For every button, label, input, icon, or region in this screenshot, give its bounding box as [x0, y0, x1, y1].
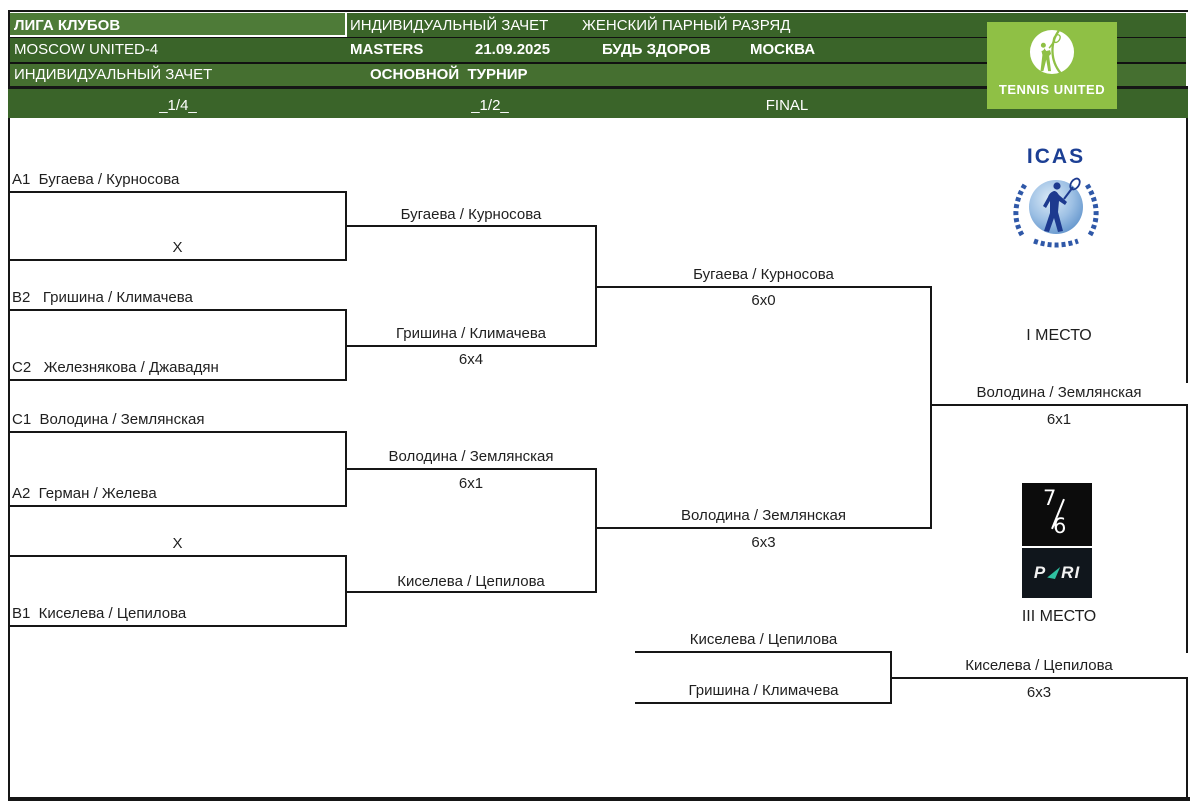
qf2-team1: B2 Гришина / Климачева	[12, 289, 193, 306]
third-match-team2: Гришина / Климачева	[688, 682, 839, 699]
stage-final-label: FINAL	[765, 97, 809, 114]
final-winner: Володина / Землянская	[976, 384, 1142, 401]
sheet-border-right	[1186, 100, 1188, 383]
first-place-label: I МЕСТО	[1026, 327, 1092, 344]
sheet-border-left	[8, 10, 10, 799]
sf2-team2: Киселева / Цепилова	[397, 573, 545, 590]
tennis-united-label: TENNIS UNITED	[998, 82, 1106, 97]
bracket-line-qf1-bottom	[8, 259, 347, 261]
seven-six-bottom: 6	[1053, 514, 1067, 538]
pari-arrow-icon	[1047, 567, 1061, 579]
bracket-line-third-winner	[890, 677, 1188, 679]
final-winner-score: 6x1	[1046, 411, 1072, 428]
bracket-line-qf4-winner	[345, 591, 597, 593]
club-name: MOSCOW UNITED-4	[14, 41, 159, 58]
category-label: ЖЕНСКИЙ ПАРНЫЙ РАЗРЯД	[582, 17, 791, 34]
bracket-line-qf4-top	[8, 555, 347, 557]
tennis-united-logo: TENNIS UNITED	[987, 22, 1117, 109]
stage-semifinal-label: _1/2_	[471, 97, 509, 114]
bracket-line-qf3-winner	[345, 468, 597, 470]
city-label: МОСКВА	[750, 41, 816, 58]
third-place-label: III МЕСТО	[1021, 608, 1097, 625]
qf1-team1: A1 Бугаева / Курносова	[12, 171, 180, 188]
bracket-line-third-top	[635, 651, 892, 653]
header-league-cell	[10, 13, 347, 37]
sheet-border-right	[1186, 404, 1188, 653]
sf2-winner-score: 6x3	[751, 534, 776, 551]
qf1-team2-bye: X	[172, 239, 183, 256]
sf1-team2-score: 6x4	[458, 351, 484, 368]
pari-logo: P RI	[1022, 548, 1092, 598]
sf2-winner: Володина / Землянская	[681, 507, 846, 524]
sf2-team1-score: 6x1	[458, 475, 484, 492]
bracket-line-qf3-bottom	[8, 505, 347, 507]
event-date: 21.09.2025	[475, 41, 551, 58]
bracket-line-sf2-winner	[595, 527, 932, 529]
league-title: ЛИГА КЛУБОВ	[14, 17, 121, 34]
sheet-border-top	[8, 10, 1188, 12]
sheet-border-bottom	[8, 797, 1190, 801]
bracket-line-qf1-top	[8, 191, 347, 193]
third-match-team1: Киселева / Цепилова	[689, 631, 838, 648]
qf4-team1-bye: X	[172, 535, 183, 552]
seven-six-logo: 7 6	[1022, 483, 1092, 546]
pari-letters-ri: RI	[1061, 563, 1081, 582]
qf3-team1: C1 Володина / Землянская	[12, 411, 205, 428]
icas-logo: ICAS	[1000, 145, 1112, 255]
third-winner-score: 6x3	[1026, 684, 1052, 701]
sf1-winner-score: 6x0	[751, 292, 776, 309]
header-divider	[8, 86, 1188, 89]
bracket-line-qf1-winner	[345, 225, 597, 227]
qf4-team2: B1 Киселева / Цепилова	[12, 605, 187, 622]
seven-six-top: 7	[1043, 486, 1057, 510]
pari-letter-p: P	[1033, 563, 1047, 582]
bracket-line-third-bottom	[635, 702, 892, 704]
bracket-line-qf2-top	[8, 309, 347, 311]
icas-label: ICAS	[1026, 145, 1086, 168]
venue-label: БУДЬ ЗДОРОВ	[602, 41, 711, 58]
qf2-team2: C2 Железнякова / Джавадян	[12, 359, 219, 376]
bracket-line-final-connector	[930, 286, 932, 529]
stage-quarterfinal-label: _1/4_	[159, 97, 197, 114]
standing-label: ИНДИВИДУАЛЬНЫЙ ЗАЧЕТ	[350, 17, 549, 34]
sf1-team1: Бугаева / Курносова	[400, 206, 542, 223]
tennis-ball-icon	[1029, 29, 1075, 75]
sf1-winner: Бугаева / Курносова	[693, 266, 834, 283]
bracket-line-qf2-winner	[345, 345, 597, 347]
standing-label-left: ИНДИВИДУАЛЬНЫЙ ЗАЧЕТ	[14, 66, 213, 83]
icas-emblem-icon	[1013, 177, 1099, 248]
third-winner: Киселева / Цепилова	[965, 657, 1113, 674]
qf3-team2: A2 Герман / Желева	[12, 485, 157, 502]
bracket-line-final-winner	[930, 404, 1188, 406]
bracket-line-sf1-winner	[595, 286, 932, 288]
sf2-team1: Володина / Землянская	[388, 448, 554, 465]
bracket-line-qf4-bottom	[8, 625, 347, 627]
bracket-line-sf2-connector	[595, 468, 597, 593]
sf1-team2: Гришина / Климачева	[395, 325, 547, 342]
bracket-line-qf2-bottom	[8, 379, 347, 381]
draw-label: ОСНОВНОЙ ТУРНИР	[370, 66, 528, 83]
bracket-line-qf3-top	[8, 431, 347, 433]
sheet-border-right	[1186, 677, 1188, 798]
series-label: MASTERS	[350, 41, 424, 58]
